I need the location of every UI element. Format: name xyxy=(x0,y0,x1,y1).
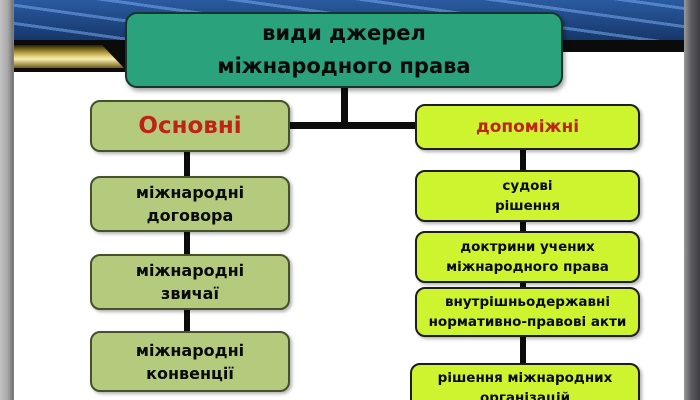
banner-gold-stripe xyxy=(14,45,124,68)
title-box: види джерел міжнародного права xyxy=(125,12,563,88)
connector-horizontal xyxy=(288,122,416,129)
left-branch-header-box: Основні xyxy=(90,100,290,152)
left-item-text: міжнародні звичаї xyxy=(135,261,245,303)
right-branch-header-box: допоміжні xyxy=(415,104,640,150)
right-item-text: доктрини учених міжнародного права xyxy=(446,239,609,275)
right-item-text: рішення міжнародних організацій xyxy=(437,370,613,400)
left-item-box: міжнародні звичаї xyxy=(90,254,290,310)
frame-left-edge xyxy=(0,0,14,400)
right-branch-header-text: допоміжні xyxy=(475,117,580,137)
right-item-box: доктрини учених міжнародного права xyxy=(415,231,640,283)
connector-left-column xyxy=(184,150,190,345)
right-item-box: судові рішення xyxy=(415,170,640,222)
left-item-text: міжнародні конвенції xyxy=(135,340,245,383)
right-item-box: рішення міжнародних організацій xyxy=(410,363,640,400)
right-item-box: внутрішньодержавні нормативно-правові ак… xyxy=(415,287,640,337)
title-text: види джерел міжнародного права xyxy=(217,21,471,78)
left-item-box: міжнародні договора xyxy=(90,176,290,232)
right-item-text: внутрішньодержавні нормативно-правові ак… xyxy=(428,294,627,330)
left-branch-header-text: Основні xyxy=(138,113,242,139)
right-item-text: судові рішення xyxy=(494,178,561,214)
frame-right-edge xyxy=(684,0,700,400)
left-item-box: міжнародні конвенції xyxy=(90,331,290,392)
left-item-text: міжнародні договора xyxy=(135,183,245,225)
connector-title-down xyxy=(341,86,348,128)
